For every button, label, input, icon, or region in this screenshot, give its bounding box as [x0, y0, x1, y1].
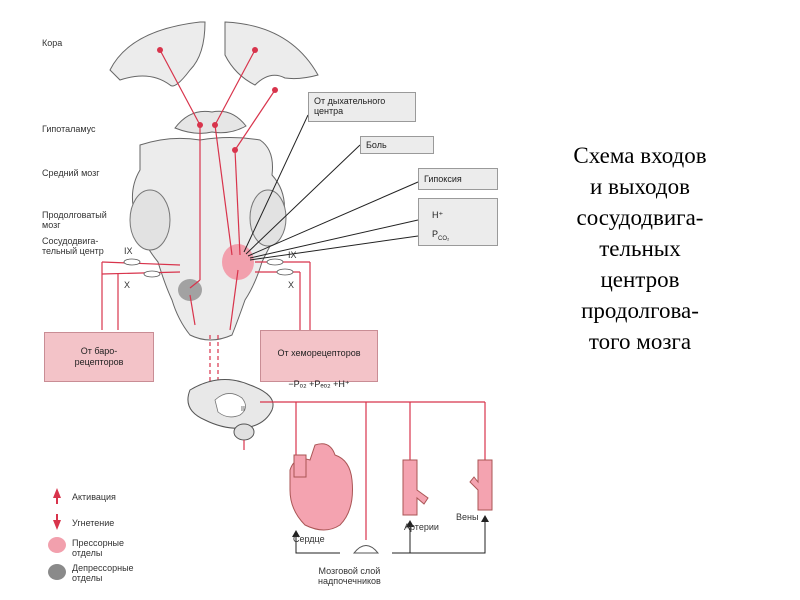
chemoreceptor-title: От хеморецепторов [277, 348, 361, 358]
caption-line: тельных [599, 236, 681, 261]
arteries-label: Артерии [404, 522, 439, 532]
adrenal-arrow-heart [292, 530, 300, 537]
caption-line: Схема входов [573, 143, 707, 168]
ganglion-right-2 [276, 268, 294, 276]
chemoreceptor-formula: −Pₒ₂ +Pₑₒ₂ +H⁺ [288, 379, 350, 389]
chemoreceptor-box: От хеморецепторов −Pₒ₂ +Pₑₒ₂ +H⁺ [260, 330, 378, 389]
cortex-node-right2 [272, 87, 278, 93]
hypothalamus-node-1 [197, 122, 203, 128]
adrenal-label: Мозговой слой надпочечников [318, 566, 381, 586]
legend-depressor-icon [48, 564, 66, 580]
cortex-node-right [252, 47, 258, 53]
brainstem-right-lobe [249, 189, 287, 247]
heart-label: Сердце [293, 534, 325, 544]
ganglion-right-1 [266, 258, 284, 266]
caption-line: продолгова- [581, 298, 699, 323]
cranial-nerves [101, 261, 311, 330]
depressor-area [178, 279, 202, 301]
pressor-area [222, 244, 254, 280]
caption-line: сосудодвига- [576, 205, 704, 230]
adrenal-shape [352, 545, 380, 554]
adrenal-arrow-artery [406, 520, 414, 527]
heart-aorta [293, 454, 307, 478]
adrenal-arrow-vein [481, 515, 489, 522]
cortex-node-left [157, 47, 163, 53]
legend-inhibition-icon [53, 514, 61, 530]
legend-depressor-label: Депрессорные отделы [72, 563, 134, 583]
caption-line: и выходов [590, 174, 690, 199]
legend-pressor-icon [48, 537, 66, 553]
baroreceptor-box: От баро- рецепторов [44, 332, 154, 382]
vein-shape [469, 459, 493, 511]
input-lines [243, 114, 419, 261]
nerve-x-right: X [288, 280, 295, 290]
caption-line: того мозга [588, 329, 692, 354]
respiratory-input-box: От дыхательного центра [308, 92, 416, 122]
spinal-gray-matter [214, 393, 246, 418]
brainstem-left-lobe [129, 189, 171, 251]
cortex-label: Кора [42, 38, 63, 48]
hypothalamus-node-2 [212, 122, 218, 128]
caption-line: центров [600, 267, 680, 292]
efferent-lines [243, 401, 486, 540]
caption: Схема входов и выходов сосудодвига- тель… [530, 140, 750, 357]
pco2-label: PCO₂ [432, 229, 449, 242]
h-ion-label: H⁺ [432, 210, 444, 220]
pco2-sub: CO₂ [438, 235, 450, 242]
hypoxia-input-box: Гипоксия [418, 168, 498, 190]
ganglion-left-2 [143, 270, 161, 278]
adrenal-output [295, 520, 486, 554]
pain-input-box: Боль [360, 136, 434, 154]
sympathetic-ganglion [233, 423, 255, 441]
vasomotor-center-label: Сосудодвига- тельный центр [42, 236, 104, 256]
hypothalamus-shape [174, 110, 247, 134]
legend-pressor-label: Прессорные отделы [72, 538, 125, 558]
pco2-p: P [432, 229, 439, 239]
nerve-ix-right: IX [288, 250, 297, 260]
artery-shape [402, 459, 429, 516]
legend-shapes [48, 488, 66, 580]
midbrain-node [232, 147, 238, 153]
legend-activation-icon [53, 488, 61, 504]
chemical-input-box [418, 198, 498, 246]
ganglion-left-1 [123, 258, 141, 266]
spinal-label: II [241, 406, 245, 413]
midbrain-label: Средний мозг [42, 168, 100, 178]
nerve-ix-left: IX [124, 246, 133, 256]
hypothalamus-label: Гипоталамус [42, 124, 96, 134]
legend-activation-label: Активация [72, 492, 116, 502]
cortex-pathways [159, 49, 276, 331]
cortex-right [224, 21, 319, 86]
nerve-x-left: X [124, 280, 131, 290]
veins-label: Вены [456, 512, 479, 522]
medulla-label: Продолговатый мозг [42, 210, 107, 230]
brainstem-shape [131, 137, 285, 341]
cortex-left [109, 21, 206, 87]
legend-inhibition-label: Угнетение [72, 518, 115, 528]
